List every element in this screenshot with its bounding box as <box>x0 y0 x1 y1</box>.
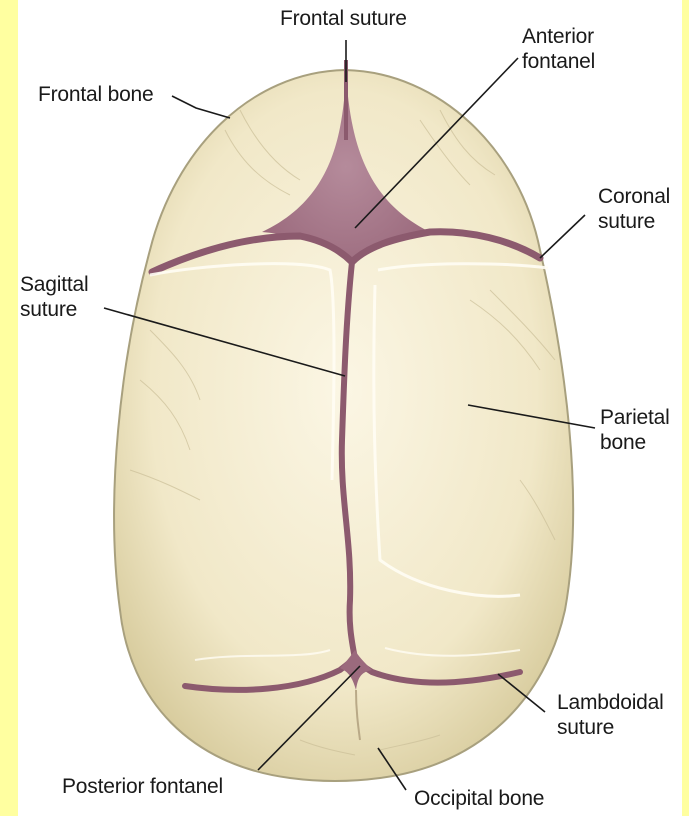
leader-coronal-suture <box>540 215 585 258</box>
label-occipital-bone: Occipital bone <box>414 786 544 811</box>
label-parietal-bone: Parietal bone <box>600 405 670 455</box>
label-coronal-suture: Coronal suture <box>598 184 670 234</box>
label-lambdoidal-suture: Lambdoidal suture <box>557 690 664 740</box>
label-frontal-bone: Frontal bone <box>38 82 154 107</box>
label-frontal-suture: Frontal suture <box>280 6 407 31</box>
label-anterior-fontanel: Anterior fontanel <box>522 24 595 74</box>
label-sagittal-suture: Sagittal suture <box>20 272 88 322</box>
leader-frontal-bone <box>172 96 230 118</box>
label-posterior-fontanel: Posterior fontanel <box>62 774 223 799</box>
